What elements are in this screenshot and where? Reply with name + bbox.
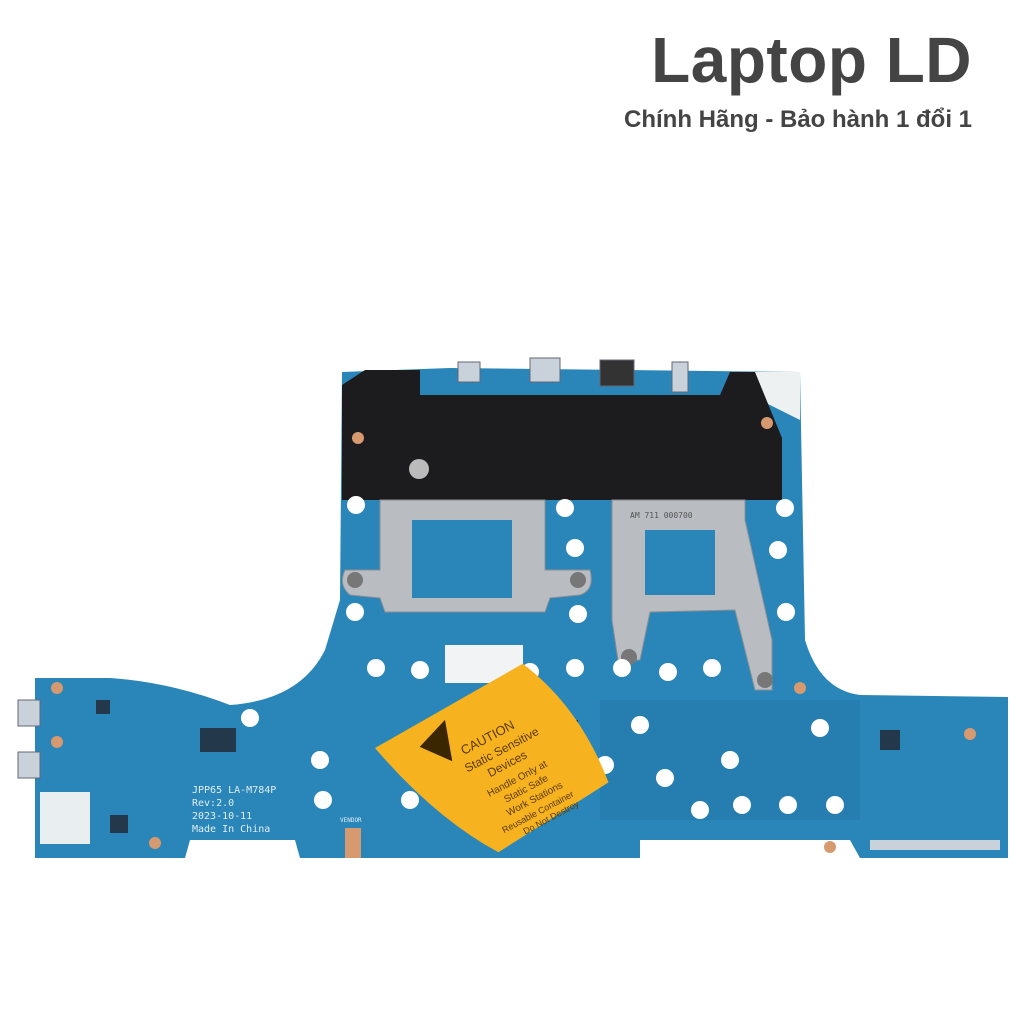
screw: [409, 459, 429, 479]
ports: [17, 357, 689, 779]
silk-vendor: VENDOR: [340, 817, 362, 824]
mounting-holes: [241, 496, 844, 819]
brand-title: Laptop LD: [651, 24, 972, 96]
brand-header: Laptop LD Chính Hãng - Bảo hành 1 đổi 1: [624, 22, 972, 134]
silk-date: 2023-10-11: [192, 811, 252, 822]
silk-rev: Rev:2.0: [192, 798, 234, 809]
thermal-sheet: [342, 370, 782, 500]
silk-origin: Made In China: [192, 824, 270, 835]
silk-model: JPP65 LA-M784P: [192, 785, 276, 796]
cpu-heatsink-bracket: [341, 499, 592, 613]
pcb-tab: [40, 792, 90, 844]
brand-subtitle: Chính Hãng - Bảo hành 1 đổi 1: [624, 106, 972, 133]
caution-sticker: CAUTION Static Sensitive Devices Handle …: [375, 663, 609, 853]
silkscreen: JPP65 LA-M784P Rev:2.0 2023-10-11 Made I…: [192, 785, 362, 835]
copper-pads: [51, 417, 976, 858]
components: [96, 700, 1000, 850]
heatsink-label: AM 711 000700: [630, 511, 693, 520]
